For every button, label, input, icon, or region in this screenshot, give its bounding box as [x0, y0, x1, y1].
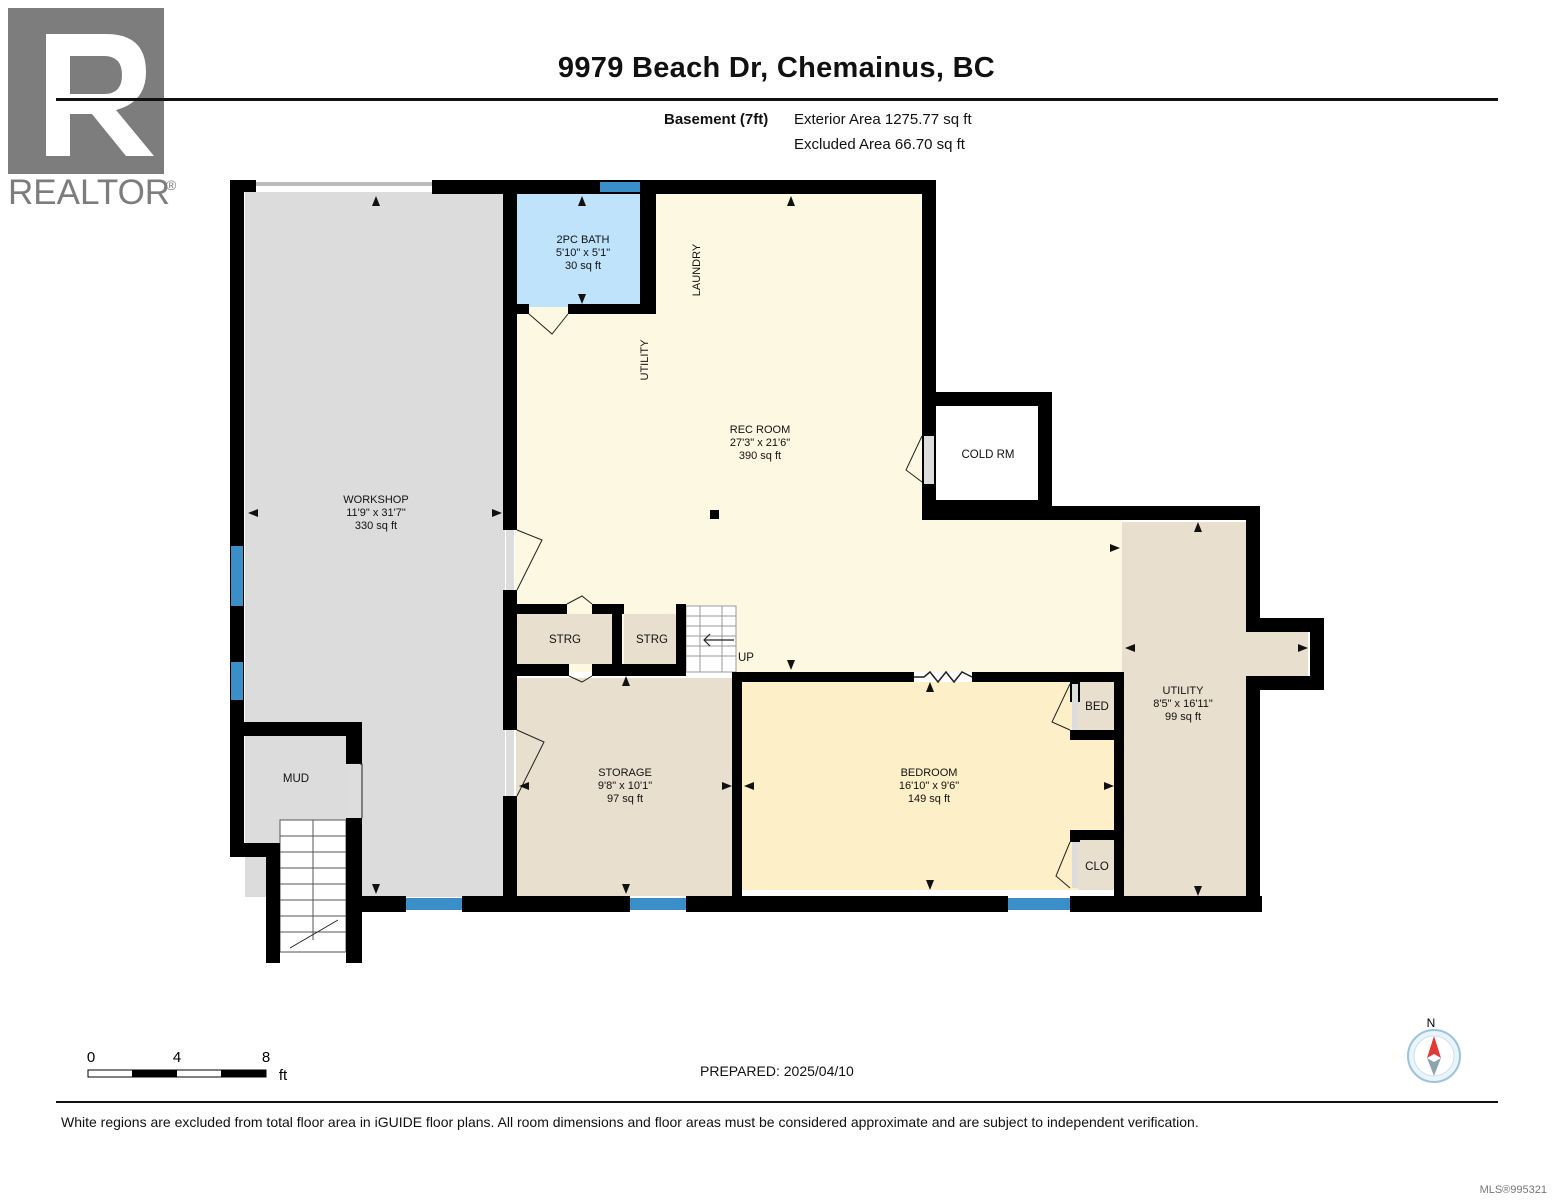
footnote: White regions are excluded from total fl…: [61, 1114, 1199, 1130]
bed-closet-label: BED: [1085, 701, 1109, 713]
rec-name: REC ROOM: [730, 424, 791, 436]
strg1-fill: [516, 614, 614, 664]
mud-label: MUD: [283, 773, 309, 785]
scale-bar: 0 4 8 ft: [87, 1049, 288, 1084]
mud-door-slab: [348, 764, 360, 818]
bath-name: 2PC BATH: [557, 234, 610, 246]
utility-area: 99 sq ft: [1165, 711, 1201, 723]
workshop-top-opening: [256, 182, 432, 186]
workshop-fill: [245, 192, 505, 897]
storage-name: STORAGE: [598, 767, 652, 779]
strg2-fill: [624, 614, 682, 664]
laundry-label: LAUNDRY: [691, 243, 703, 296]
level-label: Basement (7ft): [664, 111, 769, 128]
cold-door-slab: [924, 436, 934, 484]
bedroom-area: 149 sq ft: [908, 793, 950, 805]
strg2-label: STRG: [636, 634, 668, 646]
exterior-area: Exterior Area 1275.77 sq ft: [794, 111, 972, 128]
workshop-area: 330 sq ft: [355, 520, 397, 532]
bedroom-fill: [742, 682, 1116, 890]
bed-closet-fill: [1078, 682, 1116, 732]
utility-dims: 8'5" x 16'11": [1153, 698, 1213, 710]
storage-door-slab: [506, 730, 514, 796]
bedroom-name: BEDROOM: [901, 767, 958, 779]
cold-room-label: COLD RM: [961, 449, 1014, 461]
compass-label: N: [1427, 1016, 1436, 1030]
scale-tick-0: 0: [87, 1049, 95, 1066]
up-label: UP: [738, 652, 754, 664]
bath-area: 30 sq ft: [565, 260, 601, 272]
prepared-date: PREPARED: 2025/04/10: [700, 1063, 854, 1079]
strg1-label: STRG: [549, 634, 581, 646]
title-rule: [56, 98, 1498, 101]
bath-fill: [516, 193, 650, 307]
stairs-up: [685, 605, 737, 673]
rec-dims: 27'3" x 21'6": [730, 437, 790, 449]
realtor-logo: REALTOR ®: [6, 6, 186, 216]
bath-dims: 5'10" x 5'1": [556, 247, 610, 259]
clo-door-slab: [1072, 842, 1078, 888]
storage-dims: 9'8" x 10'1": [598, 780, 652, 792]
windows: [231, 182, 1070, 910]
mud-stairs: [279, 819, 347, 953]
dimension-arrows: [248, 196, 1308, 896]
scale-tick-4: 4: [173, 1049, 181, 1066]
mls-number: MLS®995321: [1479, 1184, 1547, 1196]
scale-unit: ft: [279, 1067, 288, 1084]
rec-room-fill: [515, 192, 1122, 672]
storage-fill: [516, 678, 734, 896]
realtor-logo-text: REALTOR: [8, 173, 170, 212]
column: [710, 510, 719, 519]
utility-fill: [1122, 522, 1308, 898]
workshop-dims: 11'9" x 31'7": [346, 507, 406, 519]
clo-label: CLO: [1085, 861, 1109, 873]
utility-name: UTILITY: [1163, 685, 1205, 697]
svg-text:®: ®: [166, 177, 177, 193]
scale-tick-8: 8: [262, 1049, 270, 1066]
workshop-door-slab: [506, 530, 514, 590]
bed-door-slab: [1072, 684, 1078, 730]
utility-note-label: UTILITY: [639, 339, 651, 381]
excluded-area: Excluded Area 66.70 sq ft: [794, 136, 965, 153]
rec-area: 390 sq ft: [739, 450, 781, 462]
clo-fill: [1078, 838, 1116, 890]
footer-rule: [56, 1101, 1498, 1103]
workshop-name: WORKSHOP: [343, 494, 408, 506]
compass-icon: N: [1407, 1016, 1461, 1083]
walls: [230, 180, 1324, 963]
page-title: 9979 Beach Dr, Chemainus, BC: [557, 52, 996, 84]
storage-area: 97 sq ft: [607, 793, 643, 805]
bedroom-dims: 16'10" x 9'6": [899, 780, 959, 792]
